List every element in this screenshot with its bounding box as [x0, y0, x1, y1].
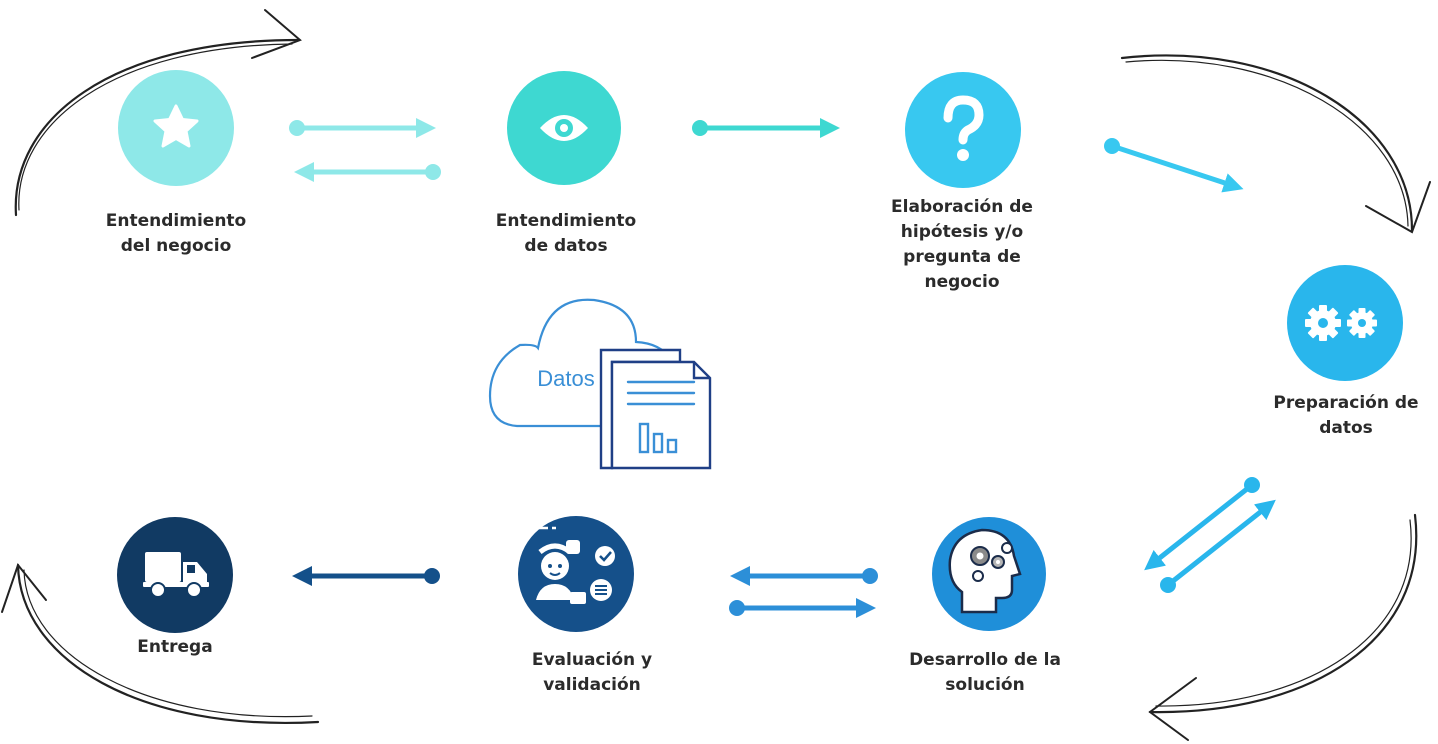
label-hipotesis-line3: pregunta de [903, 247, 1021, 267]
stage-circle-preparacion [1287, 265, 1403, 381]
label-desarrollo: Desarrollo de la solución [909, 648, 1061, 698]
eye-icon [540, 115, 588, 141]
stage-circle-desarrollo [932, 517, 1046, 631]
cloud-label: Datos [537, 366, 594, 391]
connector-preparacion-desarrollo [1144, 477, 1276, 593]
label-hipotesis-line4: negocio [924, 272, 1000, 292]
person-checklist-icon [536, 526, 615, 604]
connector-hipotesis-preparacion [1104, 138, 1244, 193]
label-preparacion: Preparación de datos [1273, 391, 1418, 441]
connector-datos-hipotesis [692, 118, 840, 138]
label-negocio-line1: Entendimiento [105, 211, 247, 231]
connector-negocio-datos [289, 118, 441, 182]
stage-circle-hipotesis [905, 72, 1021, 188]
label-hipotesis: Elaboración de hipótesis y/o pregunta de… [891, 195, 1033, 295]
gears-icon [1305, 305, 1377, 341]
label-datos-line1: Entendimiento [495, 211, 637, 231]
label-preparacion-line1: Preparación de [1273, 393, 1419, 413]
truck-icon [143, 552, 209, 598]
label-negocio: Entendimiento del negocio [106, 209, 246, 259]
stage-circle-negocio [118, 70, 234, 186]
connector-evaluacion-entrega [292, 566, 440, 586]
sketch-arrow-top-right [1120, 54, 1431, 234]
sketch-arrow-bottom-left [1, 562, 320, 724]
label-preparacion-line2: datos [1319, 418, 1373, 438]
label-entrega: Entrega [137, 635, 212, 660]
label-evaluacion-line1: Evaluación y [531, 650, 653, 670]
sketch-arrow-top-left [14, 9, 302, 217]
label-entrega-line1: Entrega [137, 637, 213, 657]
label-evaluacion-line2: validación [543, 675, 641, 695]
star-icon [153, 104, 199, 148]
stage-circle-evaluacion [518, 516, 634, 632]
head-gears-icon [948, 528, 1022, 614]
question-icon [943, 95, 984, 161]
label-evaluacion: Evaluación y validación [532, 648, 652, 698]
label-datos-line2: de datos [524, 236, 608, 256]
label-hipotesis-line2: hipótesis y/o [900, 222, 1024, 242]
cloud-document-chart-icon: Datos [488, 298, 712, 470]
label-negocio-line2: del negocio [120, 236, 232, 256]
sketch-arrow-bottom-right [1148, 513, 1418, 741]
connector-desarrollo-evaluacion [729, 566, 878, 618]
label-desarrollo-line1: Desarrollo de la [909, 650, 1061, 670]
stage-circle-datos [507, 71, 621, 185]
label-hipotesis-line1: Elaboración de [891, 197, 1033, 217]
label-desarrollo-line2: solución [945, 675, 1025, 695]
stage-circle-entrega [117, 517, 233, 633]
label-datos: Entendimiento de datos [496, 209, 636, 259]
